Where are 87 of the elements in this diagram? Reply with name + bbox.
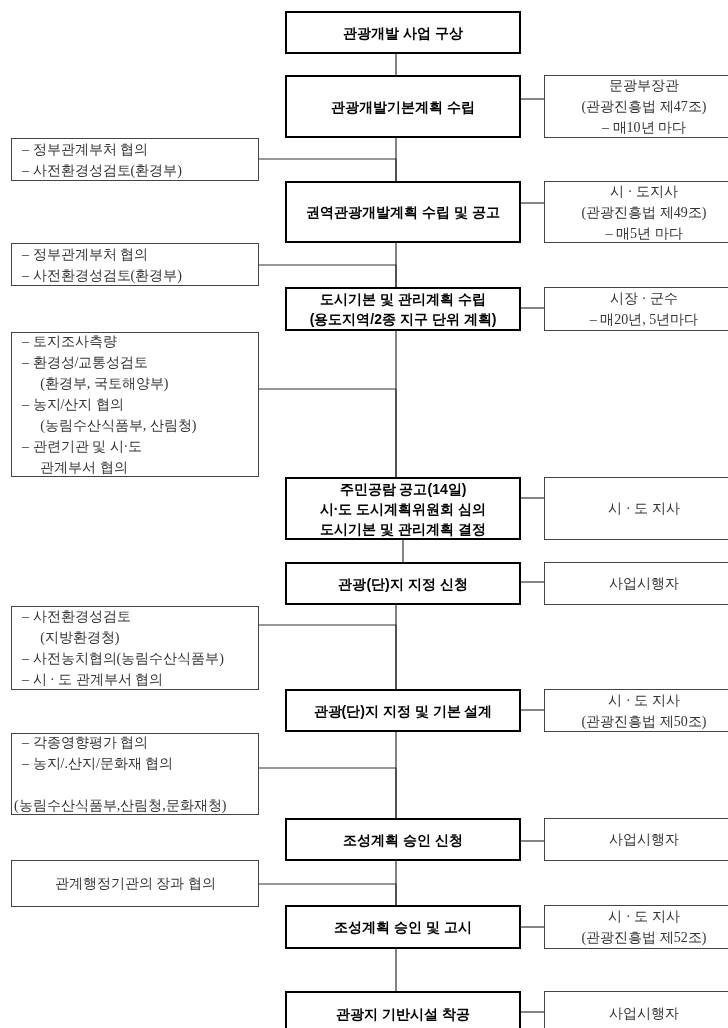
note-box <box>11 332 259 477</box>
connector-line <box>520 581 545 583</box>
authority-text: 시 · 도 지사 <box>607 908 681 926</box>
authority-box <box>544 991 728 1028</box>
authority-text: (관광진흥법 제49조) <box>580 203 708 222</box>
connector-line <box>395 53 397 76</box>
connector-line <box>520 98 545 100</box>
step-text: 관광(단)지 지정 및 기본 설계 <box>312 701 494 721</box>
connector-line <box>395 948 397 992</box>
authority-box <box>544 905 728 949</box>
authority-box <box>544 75 728 138</box>
authority-box <box>544 181 728 243</box>
note-text: – 각종영향평가 협의 <box>22 734 149 752</box>
note-text: – 사전농치협의(농림수산식품부) <box>22 650 225 668</box>
authority-text: 사업시행자 <box>608 575 680 593</box>
step-text: 관광개발 사업 구상 <box>342 23 464 43</box>
connector-line <box>520 307 545 309</box>
connector-line <box>520 709 545 711</box>
connector-line <box>258 883 397 906</box>
note-box <box>11 860 259 907</box>
authority-box <box>544 287 728 331</box>
step-text: 주민공람 공고(14일) <box>338 479 468 499</box>
authority-box <box>544 477 728 540</box>
step-text: 시·도 도시계획위원회 심의 <box>318 499 488 519</box>
process-box <box>285 991 521 1028</box>
authority-text: (관광진흥법 제52조) <box>580 929 708 947</box>
note-box <box>11 243 259 286</box>
authority-box <box>544 689 728 732</box>
process-box <box>285 11 521 54</box>
note-box <box>11 733 259 815</box>
note-text: – 정부관계부처 협의 <box>22 140 149 159</box>
authority-text: – 매10년 마다 <box>601 119 687 137</box>
connector-line <box>258 624 397 690</box>
note-text: – 농지/산지 협의 (농림수산식품부, 산림청) <box>22 396 198 435</box>
step-text: 관광(단)지 지정 신청 <box>337 574 469 594</box>
note-text: – 사전환경성검토(환경부) <box>22 161 183 180</box>
authority-text: 시장 · 군수 <box>609 290 679 308</box>
authority-text: 시 · 도 지사 <box>607 691 681 710</box>
authority-text: – 매20년, 5년마다 <box>588 311 700 329</box>
process-box <box>285 818 521 861</box>
connector-line <box>520 1011 545 1013</box>
connector-line <box>520 497 545 499</box>
authority-text: – 매5년 마다 <box>604 224 684 243</box>
step-text: 권역관광개발계획 수립 및 공고 <box>305 203 501 222</box>
authority-box <box>544 818 728 861</box>
note-text: – 농지/.산지/문화재 협의 <box>22 755 175 773</box>
step-text: 관광지 기반시설 착공 <box>335 1004 471 1024</box>
note-text: – 사전환경성검토(환경부) <box>22 266 183 285</box>
authority-text: (관광진흥법 제47조) <box>580 98 708 116</box>
authority-text: 사업시행자 <box>608 831 680 849</box>
note-text: – 사전환경성검토 (지방환경청) <box>22 608 132 647</box>
note-text: – 관련기관 및 시·도 관계부서 협의 <box>22 438 144 477</box>
authority-text: 사업시행자 <box>608 1005 680 1023</box>
connector-line <box>258 388 397 478</box>
step-text: 도시기본 및 관리계획 수립 <box>319 290 487 309</box>
authority-box <box>544 562 728 605</box>
note-text: – 시 · 도 관계부서 협의 <box>22 671 165 689</box>
connector-line <box>520 926 545 928</box>
connector-line <box>520 840 545 842</box>
step-text: 조성계획 승인 신청 <box>342 830 464 850</box>
step-text: 관광개발기본계획 수립 <box>330 97 476 117</box>
process-box <box>285 287 521 331</box>
process-box <box>285 75 521 138</box>
connector-line <box>258 158 397 182</box>
step-text: (용도지역/2종 지구 단위 계획) <box>308 310 498 329</box>
note-text: – 정부관계부처 협의 <box>22 245 149 264</box>
authority-text: 시 · 도 지사 <box>607 500 681 518</box>
step-text: 도시기본 및 관리계획 결정 <box>319 519 487 539</box>
connector-line <box>402 539 404 563</box>
authority-text: 문광부장관 <box>608 77 680 95</box>
note-text: (농림수산식품부,산림청,문화재청) <box>14 797 228 815</box>
process-box <box>285 477 521 540</box>
authority-text: 시 · 도지사 <box>609 182 679 201</box>
process-box <box>285 181 521 243</box>
connector-line <box>520 202 545 204</box>
note-text: – 환경성/교통성검토 (환경부, 국토해양부) <box>22 354 170 393</box>
process-box <box>285 562 521 605</box>
note-text: – 토지조사측량 <box>22 333 118 351</box>
connector-line <box>258 264 397 288</box>
note-box <box>11 606 259 690</box>
process-box <box>285 905 521 949</box>
note-box <box>11 138 259 181</box>
process-box <box>285 689 521 732</box>
connector-line <box>258 767 397 819</box>
step-text: 조성계획 승인 및 고시 <box>333 918 473 937</box>
note-text: 관계행정기관의 장과 협의 <box>53 875 217 893</box>
authority-text: (관광진흥법 제50조) <box>580 712 708 731</box>
